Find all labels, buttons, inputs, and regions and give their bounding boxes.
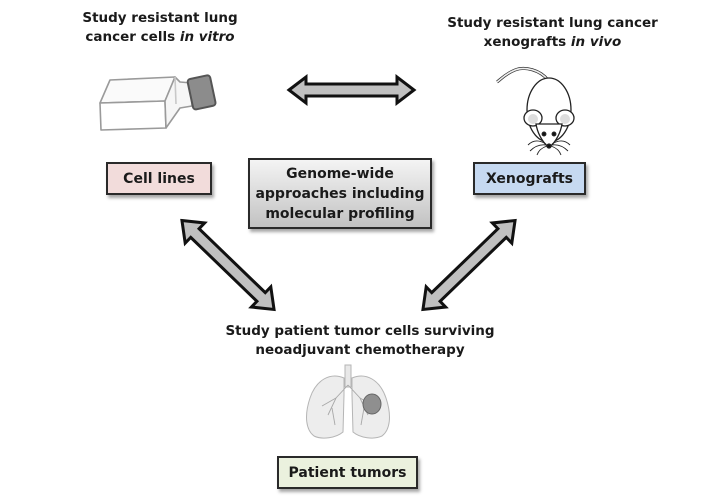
lungs-icon [306,364,390,439]
heading-in-vivo-italic: in vivo [570,34,622,50]
patient-tumors-label: Patient tumors [288,464,407,481]
heading-patient-line1: Study patient tumor cells surviving [225,323,495,339]
heading-in-vitro-line2: cancer cells [85,29,180,45]
heading-in-vivo-line1: Study resistant lung cancer [447,15,658,31]
genome-line3: molecular profiling [265,205,415,222]
heading-in-vitro-line1: Study resistant lung [82,10,238,26]
patient-tumors-box: Patient tumors [277,456,418,489]
mouse-icon [496,66,575,156]
genome-wide-box: Genome-wide approaches including molecul… [248,158,432,229]
arrow-cell-lines-xenografts [286,73,417,107]
genome-line1: Genome-wide [286,165,394,182]
culture-flask-icon [99,74,217,131]
heading-in-vivo: Study resistant lung cancer xenografts i… [440,14,665,52]
cell-lines-label: Cell lines [123,170,195,187]
genome-line2: approaches including [255,185,425,202]
heading-in-vitro-italic: in vitro [179,29,235,45]
heading-patient-line2: neoadjuvant chemotherapy [255,342,465,358]
heading-in-vivo-line2: xenografts [483,34,571,50]
xenografts-box: Xenografts [473,162,586,195]
arrows [286,73,417,107]
arrow-xenografts-patient-tumors [421,218,517,312]
heading-in-vitro: Study resistant lung cancer cells in vit… [70,9,250,47]
arrow-cell-lines-patient-tumors [180,218,276,312]
heading-patient: Study patient tumor cells surviving neoa… [220,322,500,360]
cell-lines-box: Cell lines [106,162,212,195]
xenografts-label: Xenografts [486,170,573,187]
